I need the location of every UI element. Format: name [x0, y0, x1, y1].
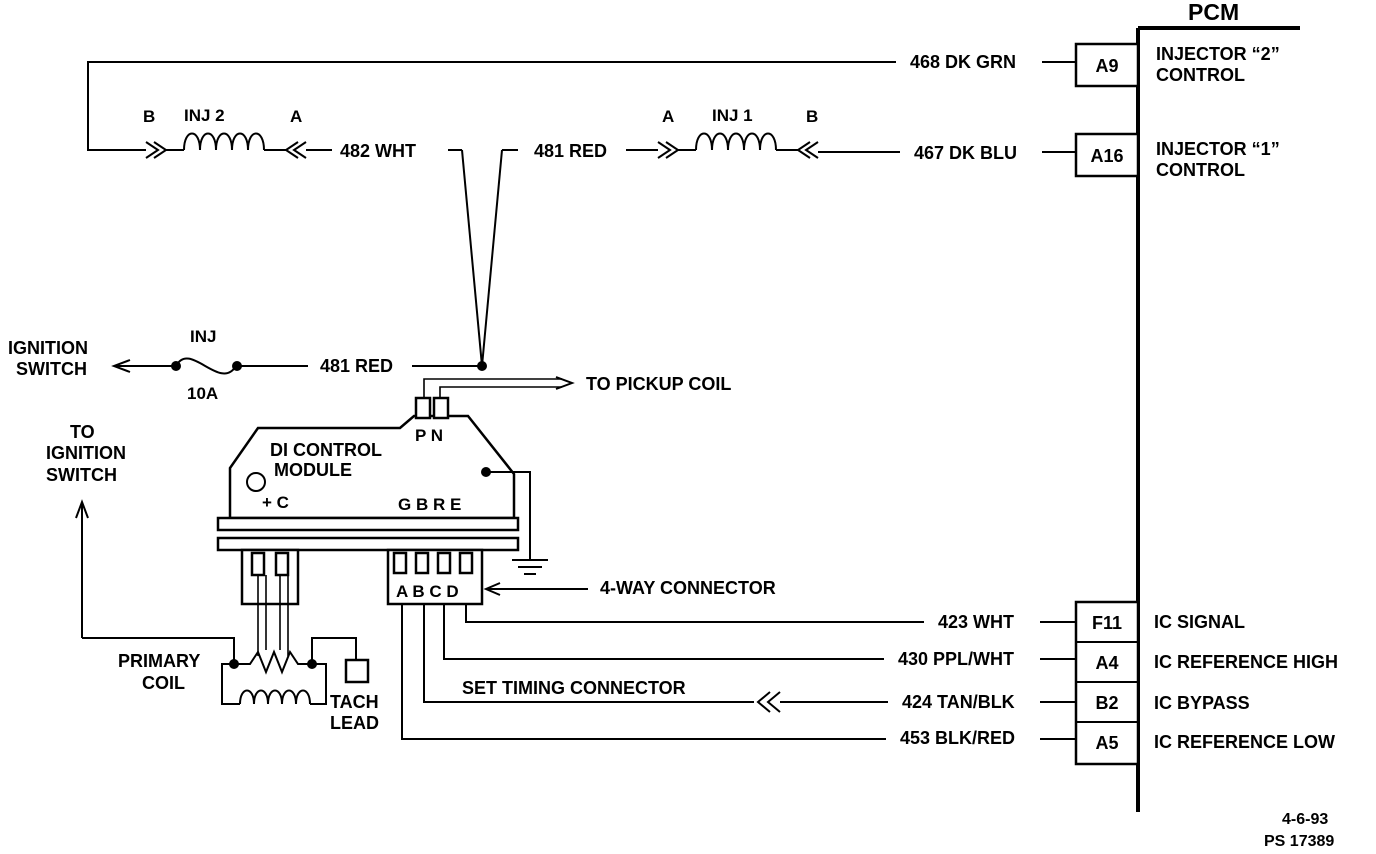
primary-coil-label-1: PRIMARY: [118, 651, 200, 671]
tach-lead-label-1: TACH: [330, 692, 379, 712]
module-plus-c: + C: [262, 493, 289, 512]
four-way-connector-callout: 4-WAY CONNECTOR: [483, 578, 776, 598]
primary-coil-circuit: TO IGNITION SWITCH PRIMARY COIL TACH LEA…: [46, 422, 379, 733]
four-way-connector-label: 4-WAY CONNECTOR: [600, 578, 776, 598]
injector-circuit: 468 DK GRN INJ 2 B A 482 WHT 481 RED INJ: [87, 52, 1076, 367]
ignition-switch-label-2: SWITCH: [16, 359, 87, 379]
wire-label-482: 482 WHT: [340, 141, 416, 161]
inj1-pin-a: A: [662, 107, 674, 126]
arrow-up-ignition: [75, 499, 89, 638]
wire-label-467: 467 DK BLU: [914, 143, 1017, 163]
svg-text:A9: A9: [1095, 56, 1118, 76]
pcm-title: PCM: [1188, 0, 1239, 25]
pcm-desc-b2: IC BYPASS: [1154, 693, 1250, 713]
to-ignition-switch-2: IGNITION: [46, 443, 126, 463]
ic-wires: 423 WHT 430 PPL/WHT SET TIMING CONNECTOR…: [401, 604, 1076, 748]
arrow-to-ignition: [111, 359, 174, 373]
primary-coil-label-2: COIL: [142, 673, 185, 693]
wire-label-430: 430 PPL/WHT: [898, 649, 1014, 669]
pcm-desc-a9-1: INJECTOR “2”: [1156, 44, 1280, 64]
wire-label-481-top: 481 RED: [534, 141, 607, 161]
pcm-desc-a16-1: INJECTOR “1”: [1156, 139, 1280, 159]
ignition-switch-label-1: IGNITION: [8, 338, 88, 358]
module-label-2: MODULE: [274, 460, 352, 480]
pcm-pin-group-lower: F11 A4 B2 A5: [1074, 600, 1140, 766]
to-pickup-coil: TO PICKUP COIL: [586, 374, 731, 394]
pcm-pin-f11: F11: [1092, 613, 1122, 633]
pcm-pin-a16: A16: [1074, 132, 1140, 178]
to-ignition-switch-1: TO: [70, 422, 95, 442]
set-timing-connector-symbol: [756, 691, 781, 713]
pcm-pin-a5: A5: [1095, 733, 1118, 753]
inj1-label: INJ 1: [712, 106, 753, 125]
svg-text:A16: A16: [1090, 146, 1123, 166]
connector-pins-abcd: A B C D: [396, 582, 459, 601]
inj1-pin-b: B: [806, 107, 818, 126]
pcm-desc-a16-2: CONTROL: [1156, 160, 1245, 180]
pcm-pin-b2: B2: [1095, 693, 1118, 713]
inj2-pin-a: A: [290, 107, 302, 126]
to-ignition-switch-3: SWITCH: [46, 465, 117, 485]
di-control-module: P N DI CONTROL MODULE + C G B R E A B C …: [216, 396, 548, 606]
pcm: PCM A9 A16 F11 A4 B2 A5 INJECTOR “2” CON…: [1074, 0, 1338, 812]
wire-label-424: 424 TAN/BLK: [902, 692, 1015, 712]
fuse-name: INJ: [190, 327, 216, 346]
injector-2: INJ 2 B A: [143, 106, 307, 159]
footer-date: 4-6-93: [1282, 811, 1328, 828]
fuse-rating: 10A: [187, 384, 218, 403]
inj2-label: INJ 2: [184, 106, 225, 125]
pcm-pin-a4: A4: [1095, 653, 1118, 673]
pcm-desc-f11: IC SIGNAL: [1154, 612, 1245, 632]
tach-lead-label-2: LEAD: [330, 713, 379, 733]
module-pn: P N: [415, 426, 443, 445]
module-label-1: DI CONTROL: [270, 440, 382, 460]
pickup-coil-leads: TO PICKUP COIL: [423, 374, 731, 398]
wire-label-423: 423 WHT: [938, 612, 1014, 632]
footer-code: PS 17389: [1264, 833, 1334, 850]
inj2-pin-b: B: [143, 107, 155, 126]
module-gbre: G B R E: [398, 495, 461, 514]
pcm-pin-a9: A9: [1074, 42, 1140, 88]
splice-481: [477, 361, 487, 371]
wire-label-481-fuse: 481 RED: [320, 356, 393, 376]
pcm-desc-a5: IC REFERENCE LOW: [1154, 732, 1335, 752]
injector-1: INJ 1 A B: [657, 106, 819, 159]
pcm-desc-a9-2: CONTROL: [1156, 65, 1245, 85]
wire-label-453: 453 BLK/RED: [900, 728, 1015, 748]
wire-label-468: 468 DK GRN: [910, 52, 1016, 72]
set-timing-connector-label: SET TIMING CONNECTOR: [462, 678, 686, 698]
fuse-circuit: IGNITION SWITCH INJ 10A 481 RED: [8, 327, 487, 403]
pcm-desc-a4: IC REFERENCE HIGH: [1154, 652, 1338, 672]
